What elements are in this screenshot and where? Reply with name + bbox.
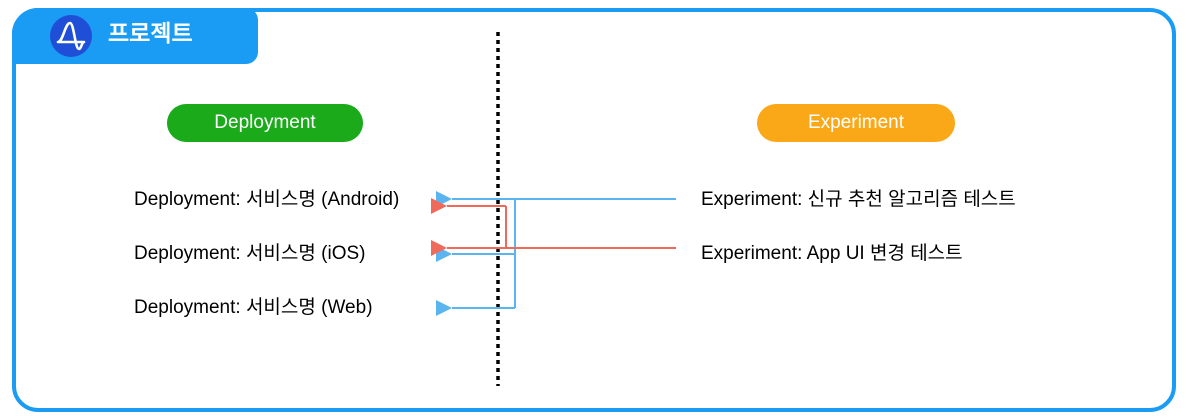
deployment-android-label: Deployment: 서비스명 (Android) (134, 189, 400, 210)
experiment-algorithm-label: Experiment: 신규 추천 알고리즘 테스트 (701, 189, 1016, 210)
deployment-ios-label: Deployment: 서비스명 (iOS) (134, 243, 366, 264)
project-frame (12, 8, 1176, 412)
deployment-pill: Deployment (167, 104, 363, 142)
deployment-web-label: Deployment: 서비스명 (Web) (134, 297, 373, 318)
project-title: 프로젝트 (108, 21, 193, 47)
amplitude-logo-icon (50, 15, 92, 57)
experiment-app-ui-label: Experiment: App UI 변경 테스트 (701, 243, 963, 264)
experiment-pill: Experiment (757, 104, 955, 142)
